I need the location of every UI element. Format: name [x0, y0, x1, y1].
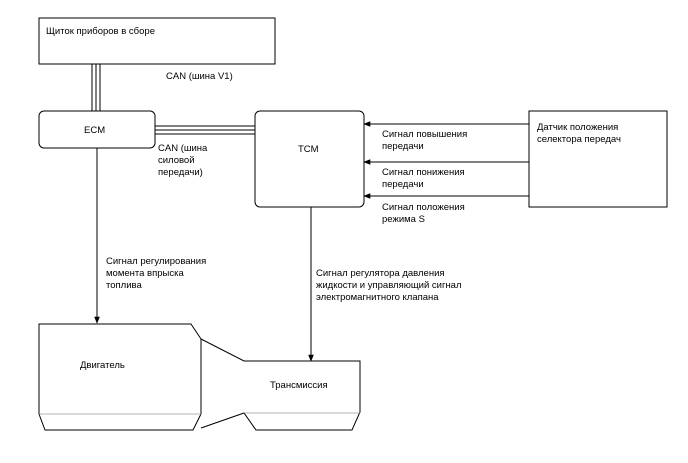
svg-text:момента впрыска: момента впрыска — [106, 268, 184, 279]
s-mode-label: Сигнал положения режима S — [382, 202, 465, 225]
ecm-label: ECM — [84, 125, 105, 136]
svg-text:Сигнал понижения: Сигнал понижения — [382, 167, 465, 178]
engine-shape: Двигатель — [38, 323, 202, 431]
can-v1-bus — [91, 64, 101, 111]
downshift-label: Сигнал понижения передачи — [382, 167, 465, 190]
can-powertrain-label: CAN (шина силовой передачи) — [158, 143, 208, 178]
svg-text:Сигнал регулятора давления: Сигнал регулятора давления — [316, 268, 445, 279]
svg-text:жидкости и управляющий сигнал: жидкости и управляющий сигнал — [316, 280, 462, 291]
selector-sensor-block: Датчик положения селектора передач — [528, 110, 668, 208]
tcm-label: TCM — [298, 144, 319, 155]
svg-text:режима S: режима S — [382, 214, 425, 225]
svg-text:Сигнал повышения: Сигнал повышения — [382, 129, 467, 140]
svg-text:передачи): передачи) — [158, 167, 203, 178]
can-v1-label: CAN (шина V1) — [166, 71, 233, 82]
svg-text:топлива: топлива — [106, 280, 142, 291]
svg-text:передачи: передачи — [382, 141, 424, 152]
svg-text:селектора передач: селектора передач — [537, 134, 621, 145]
svg-text:Датчик положения: Датчик положения — [537, 122, 618, 133]
instrument-cluster-label: Щиток приборов в сборе — [46, 26, 155, 37]
fuel-injection-label: Сигнал регулирования момента впрыска топ… — [106, 256, 206, 291]
svg-text:Сигнал регулирования: Сигнал регулирования — [106, 256, 206, 267]
ecm-block: ECM — [38, 110, 156, 149]
engine-label: Двигатель — [80, 360, 125, 371]
svg-text:передачи: передачи — [382, 179, 424, 190]
tcm-block: TCM — [254, 110, 365, 208]
pressure-solenoid-label: Сигнал регулятора давления жидкости и уп… — [316, 268, 462, 303]
svg-text:CAN (шина: CAN (шина — [158, 143, 208, 154]
transmission-shape: Трансмиссия — [200, 338, 361, 431]
transmission-label: Трансмиссия — [270, 380, 328, 391]
instrument-cluster-block: Щиток приборов в сборе — [38, 17, 276, 65]
svg-text:силовой: силовой — [158, 155, 195, 166]
upshift-label: Сигнал повышения передачи — [382, 129, 467, 152]
svg-text:электромагнитного клапана: электромагнитного клапана — [316, 292, 439, 303]
svg-text:Сигнал положения: Сигнал положения — [382, 202, 465, 213]
can-powertrain-bus — [155, 125, 255, 135]
